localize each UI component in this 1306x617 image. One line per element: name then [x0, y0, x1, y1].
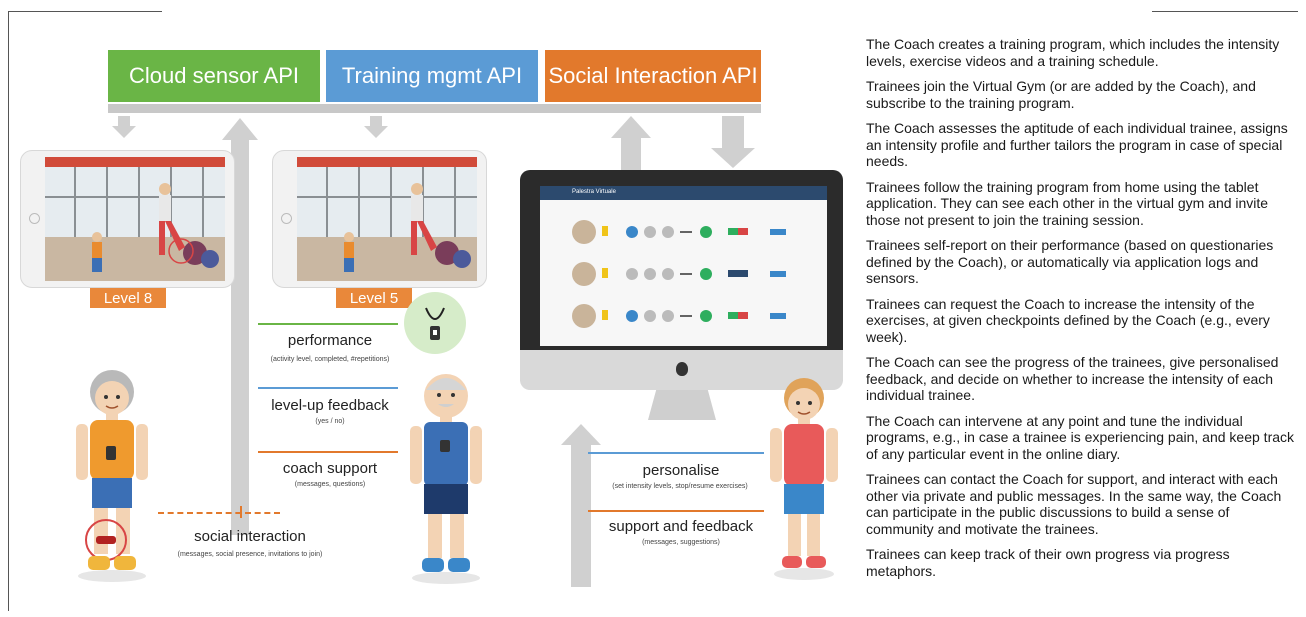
tablet-home-button: [29, 213, 40, 224]
gym-scene: [297, 167, 477, 281]
support-feedback-subtitle: (messages, suggestions): [642, 539, 720, 546]
tablet-screen-gym: [297, 157, 477, 281]
connector-arrows: [112, 116, 755, 587]
coach-support-subtitle: (messages, questions): [294, 481, 366, 488]
cloud-sensor-api-box: Cloud sensor API: [108, 50, 320, 102]
personalise-subtitle: (set intensity levels, stop/resume exerc…: [612, 483, 748, 490]
top-left-rule: [8, 11, 162, 12]
down-arrow-cloud: [112, 116, 136, 138]
social-interaction-subtitle: (messages, social presence, invitations …: [177, 551, 323, 558]
level-up-subtitle: (yes / no): [315, 418, 345, 425]
sensor-device: [404, 292, 466, 354]
gym-scene: [45, 167, 225, 281]
step-5: Trainees self-report on their performanc…: [866, 237, 1274, 286]
sensor-icon: [425, 307, 445, 340]
down-arrow-shaft-api: [722, 116, 744, 150]
step-9: Trainees can contact the Coach for suppo…: [866, 471, 1282, 537]
trainee-figure: [76, 370, 148, 582]
left-border: [8, 11, 9, 611]
up-arrow-shaft-coach: [571, 442, 591, 587]
apple-logo-icon: [676, 362, 688, 376]
step-4: Trainees follow the training program fro…: [866, 178, 1269, 228]
dashboard-screen: Palestra Virtuale: [540, 186, 827, 346]
coach-support-line: [258, 451, 398, 453]
level-5-badge: Level 5: [336, 288, 412, 308]
step-10: Trainees can keep track of their own pro…: [866, 546, 1230, 579]
level-8-badge: Level 8: [90, 288, 166, 308]
api-base-bar: [108, 104, 761, 113]
up-arrow-head-api: [611, 116, 651, 138]
level-up-line: [258, 387, 398, 389]
performance-line: [258, 323, 398, 325]
screen-header-bar: [297, 157, 477, 167]
dashboard-app-name: Palestra Virtuale: [572, 189, 616, 195]
up-arrow-head-coach: [561, 424, 601, 445]
social-interaction-title: social interaction: [194, 528, 306, 545]
performance-subtitle: (activity level, completed, #repetitions…: [270, 356, 390, 363]
coach-figure: [410, 374, 482, 584]
performance-title: performance: [287, 332, 373, 349]
step-2: Trainees join the Virtual Gym (or are ad…: [866, 78, 1256, 111]
step-3: The Coach assesses the aptitude of each …: [866, 120, 1288, 169]
top-right-rule: [1152, 11, 1298, 12]
personalise-line: [588, 452, 764, 454]
down-arrow-training: [364, 116, 388, 138]
support-feedback-line: [588, 510, 764, 512]
down-arrow-head-api: [711, 148, 755, 168]
step-1: The Coach creates a training program, wh…: [866, 36, 1280, 69]
step-8: The Coach can intervene at any point and…: [866, 412, 1295, 462]
up-arrow-shaft-social: [231, 137, 249, 535]
trainee-figure-right: [770, 378, 838, 580]
tablet-screen-gym: [45, 157, 225, 281]
level-up-title: level-up feedback: [271, 397, 389, 414]
dashboard-header: [540, 186, 827, 200]
step-6: Trainees can request the Coach to increa…: [866, 295, 1270, 345]
personalise-title: personalise: [642, 462, 720, 479]
step-7: The Coach can see the progress of the tr…: [866, 354, 1279, 403]
tablet-home-button: [281, 213, 292, 224]
dashboard-rows: [572, 220, 786, 328]
screen-header-bar: [45, 157, 225, 167]
up-arrow-head-social: [222, 118, 258, 140]
up-arrow-shaft-api: [621, 135, 641, 175]
training-mgmt-api-box: Training mgmt API: [326, 50, 538, 102]
social-interaction-api-box: Social Interaction API: [545, 50, 761, 102]
steps-list: The Coach creates a training program, wh…: [866, 36, 1298, 588]
coach-support-title: coach support: [282, 460, 378, 477]
monitor-stand: [648, 390, 716, 420]
tablet-level-8: [20, 150, 235, 288]
support-feedback-title: support and feedback: [608, 518, 754, 535]
social-dashed-line: [158, 512, 280, 514]
social-line-marker: [240, 506, 242, 518]
tablet-level-5: [272, 150, 487, 288]
